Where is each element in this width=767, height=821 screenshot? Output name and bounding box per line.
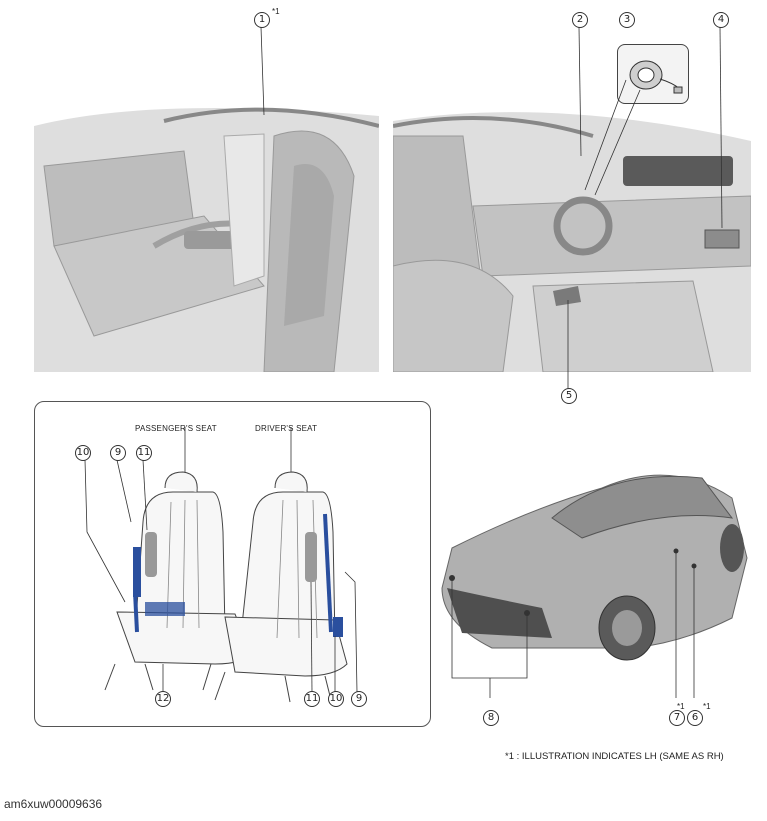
callout-7: 7 [669, 710, 685, 726]
callout-5: 5 [561, 388, 577, 404]
driver-seat-label: DRIVER'S SEAT [255, 424, 318, 433]
callout-12: 12 [155, 691, 171, 707]
passenger-seat-label: PASSENGER'S SEAT [135, 424, 217, 433]
callout-4: 4 [713, 12, 729, 28]
clock-spring-inset [617, 44, 689, 104]
document-id: am6xuw00009636 [4, 797, 103, 811]
front-interior-illustration [393, 96, 751, 372]
callout-7-note-marker: *1 [677, 702, 685, 711]
callout-3: 3 [619, 12, 635, 28]
callout-6: 6 [687, 710, 703, 726]
callout-10-driver: 10 [328, 691, 344, 707]
rear-interior-illustration [34, 96, 379, 372]
callout-2: 2 [572, 12, 588, 28]
callout-9-driver: 9 [351, 691, 367, 707]
car-exterior-illustration [432, 448, 752, 708]
callout-1: 1 [254, 12, 270, 28]
callout-1-note-marker: *1 [272, 7, 280, 16]
callout-11-passenger: 11 [136, 445, 152, 461]
callout-11-driver: 11 [304, 691, 320, 707]
footnote: *1 : ILLUSTRATION INDICATES LH (SAME AS … [505, 751, 724, 762]
callout-6-note-marker: *1 [703, 702, 711, 711]
seat-inset-box: PASSENGER'S SEAT DRIVER'S SEAT 10 9 11 1… [34, 401, 431, 727]
callout-9-passenger: 9 [110, 445, 126, 461]
callout-8: 8 [483, 710, 499, 726]
callout-10-passenger: 10 [75, 445, 91, 461]
